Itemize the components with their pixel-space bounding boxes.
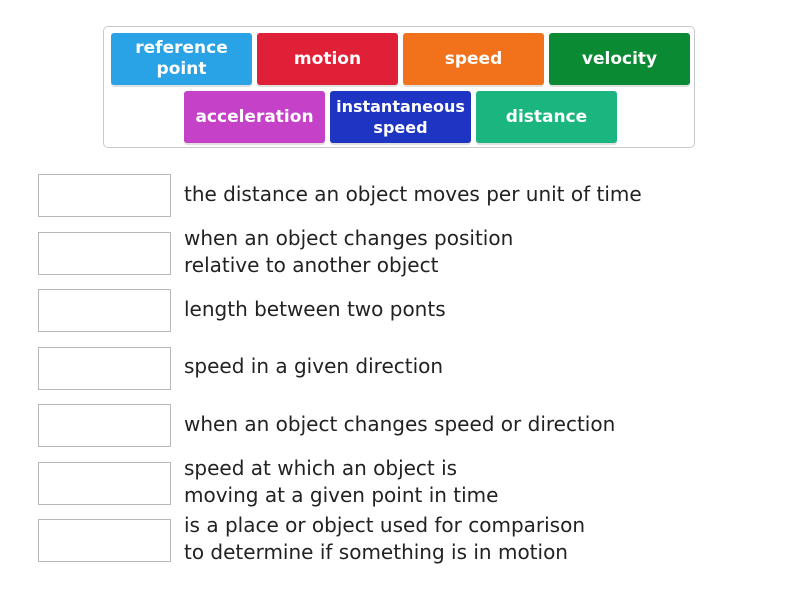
drop-slot-5[interactable] (38, 404, 171, 447)
drop-slot-6[interactable] (38, 462, 171, 505)
definition-4: speed in a given direction (184, 354, 444, 378)
tile-distance[interactable]: distance (476, 91, 617, 143)
word-bank: reference point motion speed velocity ac… (103, 26, 695, 148)
tile-instantaneous-speed[interactable]: instantaneous speed (330, 91, 471, 143)
drop-slot-7[interactable] (38, 519, 171, 562)
definition-7: is a place or object used for comparison… (184, 513, 586, 564)
tile-reference-point[interactable]: reference point (111, 33, 252, 85)
definition-3: length between two ponts (184, 297, 446, 321)
definition-6: speed at which an object is moving at a … (184, 456, 499, 507)
drop-slot-4[interactable] (38, 347, 171, 390)
tile-velocity[interactable]: velocity (549, 33, 690, 85)
tile-motion[interactable]: motion (257, 33, 398, 85)
drop-slot-2[interactable] (38, 232, 171, 275)
tile-speed[interactable]: speed (403, 33, 544, 85)
definition-1: the distance an object moves per unit of… (184, 182, 642, 206)
drop-slot-3[interactable] (38, 289, 171, 332)
drop-slot-1[interactable] (38, 174, 171, 217)
definition-2: when an object changes position relative… (184, 226, 514, 277)
definition-5: when an object changes speed or directio… (184, 412, 616, 436)
tile-acceleration[interactable]: acceleration (184, 91, 325, 143)
